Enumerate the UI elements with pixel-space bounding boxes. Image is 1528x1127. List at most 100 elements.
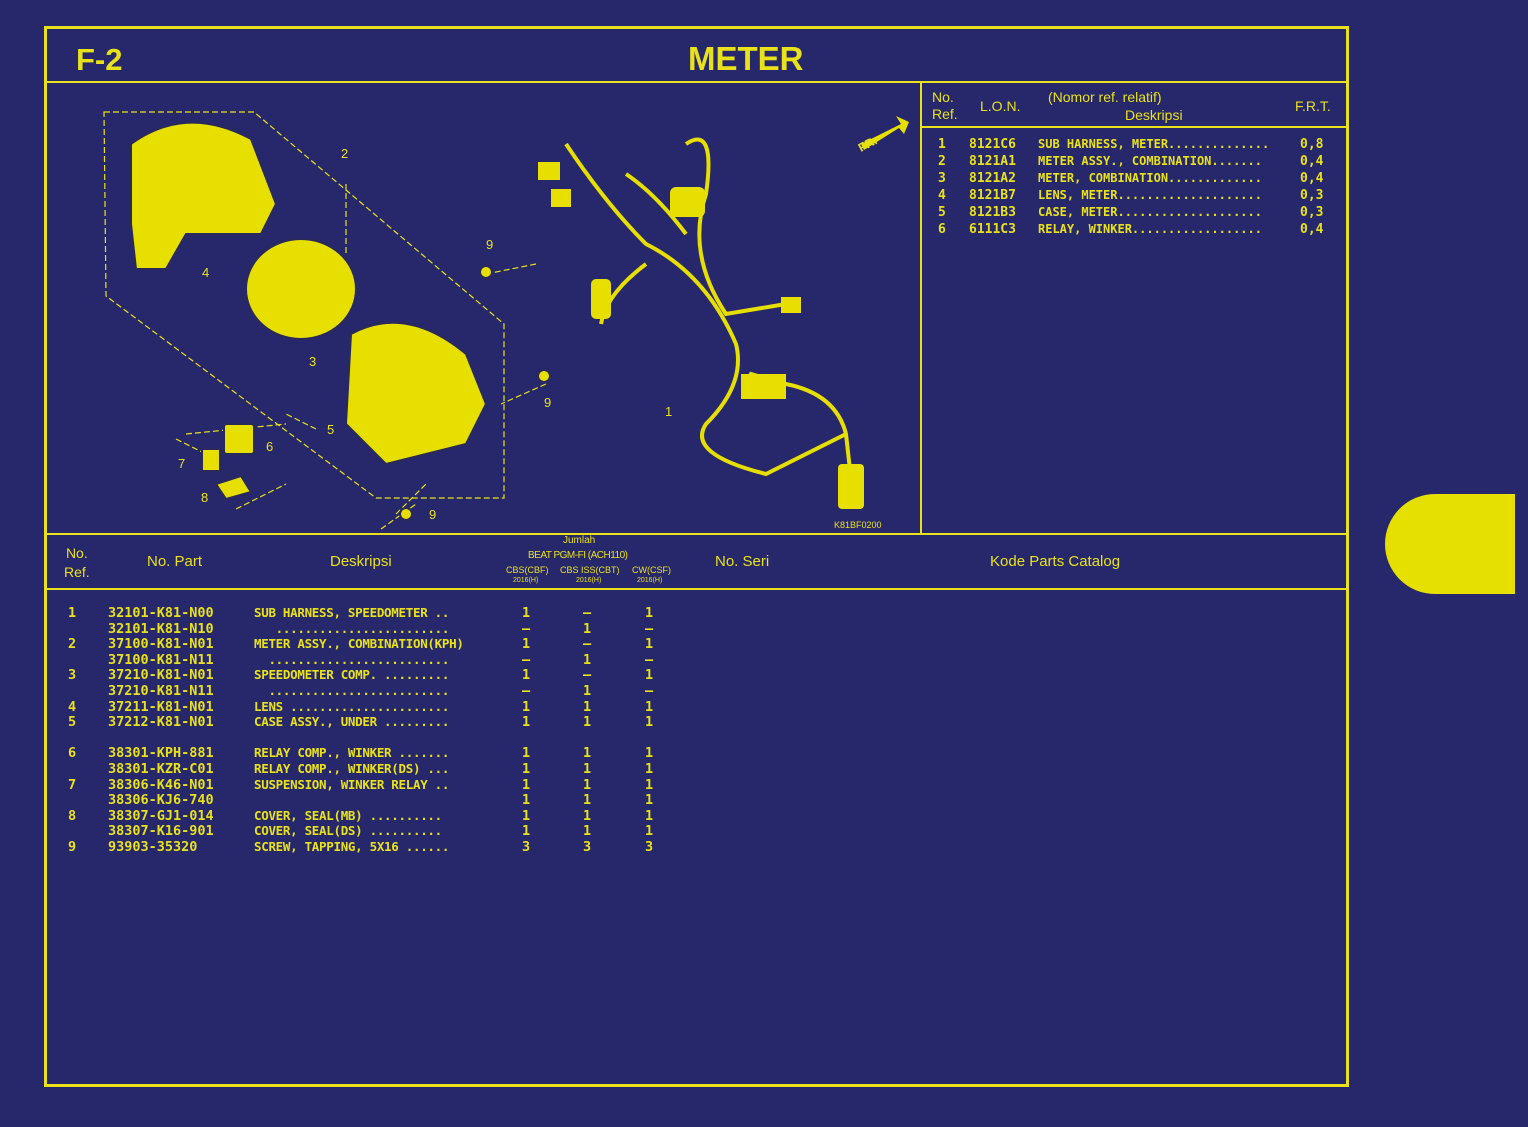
part-number: 37210-K81-N01 <box>108 667 214 684</box>
part-qty: 1 <box>583 823 592 840</box>
part-desc: LENS ...................... <box>254 698 450 714</box>
frt-lon: 8121B3 <box>969 205 1016 220</box>
frt-desc: SUB HARNESS, METER.............. <box>1038 137 1270 151</box>
frt-value: 0,8 <box>1300 137 1324 152</box>
frt-value: 0,4 <box>1300 154 1324 169</box>
part-qty: 1 <box>522 823 531 840</box>
frt-value: 0,3 <box>1300 205 1324 220</box>
relay-part <box>223 423 255 455</box>
part-number: 32101-K81-N00 <box>108 605 214 621</box>
part-qty: – <box>645 683 654 699</box>
frt-ref: 1 <box>938 137 946 152</box>
frt-value: 0,4 <box>1300 171 1324 186</box>
part-number: 38306-KJ6-740 <box>108 792 214 809</box>
assembly-boundary <box>103 111 505 499</box>
part-qty: 1 <box>583 776 592 793</box>
cover-seal-part <box>214 474 253 501</box>
parts-header-no-part: No. Part <box>147 553 203 570</box>
part-number: 37212-K81-N01 <box>108 714 214 731</box>
frt-ref: 2 <box>938 154 946 169</box>
part-desc: COVER, SEAL(MB) .......... <box>254 807 442 823</box>
variant-3: CW(CSF) <box>632 565 671 575</box>
side-tab[interactable] <box>1385 494 1515 594</box>
figure-code: K81BF0200 <box>834 520 882 530</box>
part-qty: 1 <box>522 667 531 684</box>
part-desc: SUSPENSION, WINKER RELAY .. <box>254 776 450 792</box>
callout-6: 6 <box>266 439 274 454</box>
divider <box>44 81 1346 83</box>
part-desc: RELAY COMP., WINKER ....... <box>254 745 450 761</box>
part-qty: 3 <box>645 839 654 855</box>
frt-value: 0,3 <box>1300 188 1324 203</box>
frt-ref: 5 <box>938 205 946 220</box>
case-part <box>344 321 488 466</box>
lens-part <box>130 121 278 270</box>
part-qty: 3 <box>522 839 531 855</box>
part-number: 37211-K81-N01 <box>108 698 214 715</box>
section-code: F-2 <box>76 42 123 77</box>
part-qty: – <box>522 620 531 637</box>
frt-value: 0,4 <box>1300 222 1324 237</box>
part-number: 93903-35320 <box>108 839 198 855</box>
frt-header-relative: (Nomor ref. relatif) <box>1048 89 1162 105</box>
frt-desc: METER ASSY., COMBINATION....... <box>1038 154 1262 168</box>
part-qty: 1 <box>645 823 654 840</box>
frt-header-no-ref: No. Ref. <box>932 89 958 122</box>
callout-9: 9 <box>429 507 437 522</box>
part-ref: 2 <box>68 636 77 653</box>
parts-header-model: BEAT PGM-FI (ACH110) <box>528 550 628 561</box>
part-qty: 1 <box>583 745 592 762</box>
suspension-part <box>201 448 221 472</box>
variant-1: CBS(CBF) <box>506 565 549 575</box>
part-qty: 1 <box>583 761 592 777</box>
part-qty: 3 <box>583 839 592 855</box>
part-qty: – <box>583 605 592 621</box>
part-desc: CASE ASSY., UNDER ......... <box>254 714 450 730</box>
part-ref: 5 <box>68 714 77 731</box>
part-qty: 1 <box>522 605 531 621</box>
part-qty: – <box>645 651 654 668</box>
parts-header-no-ref: No. Ref. <box>64 545 90 580</box>
frt-lon: 8121C6 <box>969 137 1016 152</box>
part-ref: 9 <box>68 839 77 855</box>
part-qty: 1 <box>645 698 654 715</box>
frt-ref: 3 <box>938 171 946 186</box>
part-number: 32101-K81-N10 <box>108 620 214 637</box>
exploded-parts-diagram <box>103 111 909 530</box>
part-ref: 1 <box>68 605 77 621</box>
part-qty: – <box>645 620 654 637</box>
parts-header-desc: Deskripsi <box>330 553 392 570</box>
part-number: 38307-GJ1-014 <box>108 807 214 824</box>
divider <box>920 82 922 534</box>
part-number: 38301-KPH-881 <box>108 745 214 762</box>
part-ref: 7 <box>68 776 77 793</box>
frt-desc: METER, COMBINATION............. <box>1038 171 1262 185</box>
frt-ref: 6 <box>938 222 946 237</box>
callout-2: 2 <box>341 146 349 161</box>
part-qty: 1 <box>645 636 654 653</box>
frt-lon: 8121B7 <box>969 188 1016 203</box>
frt-ref: 4 <box>938 188 946 203</box>
part-qty: 1 <box>522 807 531 824</box>
parts-header-kode: Kode Parts Catalog <box>990 553 1121 570</box>
part-qty: 1 <box>583 698 592 715</box>
part-number: 37100-K81-N11 <box>108 651 214 668</box>
part-number: 38301-KZR-C01 <box>108 761 214 777</box>
part-qty: 1 <box>522 636 531 653</box>
part-qty: 1 <box>645 605 654 621</box>
variant-2: CBS ISS(CBT) <box>560 565 620 575</box>
callout-9: 9 <box>486 237 494 252</box>
frt-desc: LENS, METER.................... <box>1038 188 1262 202</box>
divider <box>44 533 1346 535</box>
part-desc: SPEEDOMETER COMP. ......... <box>254 667 450 683</box>
parts-header-no-seri: No. Seri <box>715 553 770 570</box>
part-qty: 1 <box>583 651 592 668</box>
front-arrow-icon <box>861 116 909 150</box>
meter-combination-part <box>245 238 357 340</box>
part-qty: – <box>583 636 592 653</box>
part-qty: – <box>522 651 531 668</box>
part-desc: SCREW, TAPPING, 5X16 ...... <box>254 839 450 854</box>
frt-lon: 8121A1 <box>969 154 1016 169</box>
part-ref: 4 <box>68 698 77 715</box>
part-number: 37100-K81-N01 <box>108 636 214 653</box>
